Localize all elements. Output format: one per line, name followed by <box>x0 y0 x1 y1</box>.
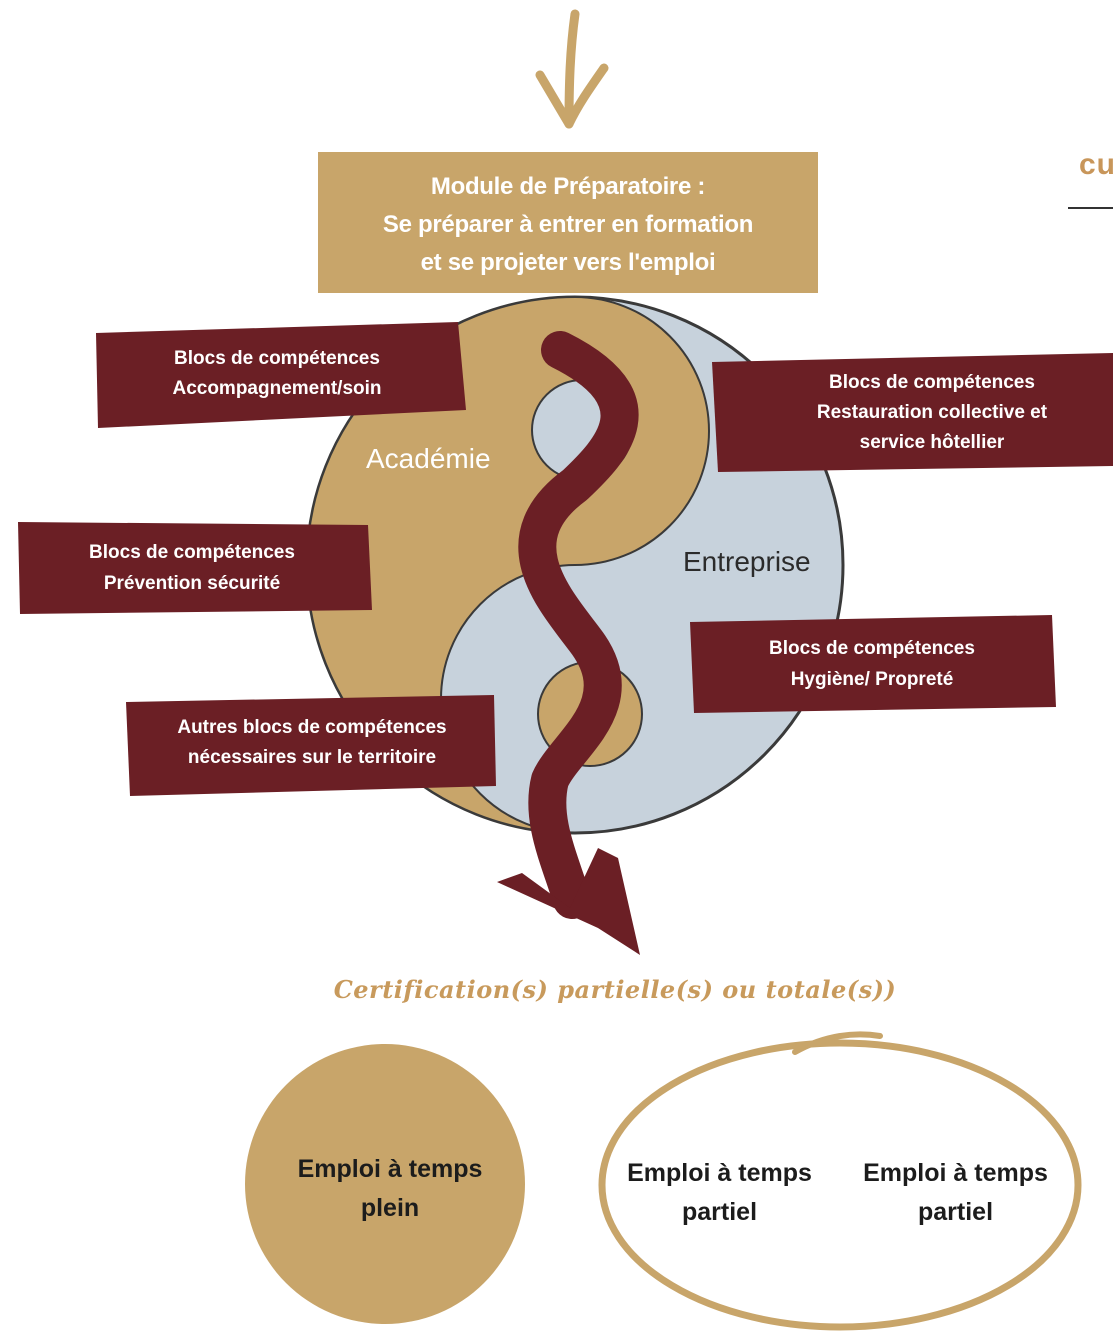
block-hygiene-text: Blocs de compétences Hygiène/ Propreté <box>769 638 975 690</box>
partiel-ellipse <box>598 1039 1082 1331</box>
module-text: Module de Préparatoire : Se préparer à e… <box>382 173 754 276</box>
emploi-plein-text: Emploi à temps plein <box>297 1155 483 1222</box>
winding-arrowhead <box>497 848 640 955</box>
partiel-ellipse-brush <box>792 1031 883 1055</box>
block-prevention-text: Blocs de compétences Prévention sécurité <box>89 542 295 594</box>
plein-circle <box>245 1044 525 1324</box>
entreprise-label: Entreprise <box>683 546 811 577</box>
top-arrow <box>535 9 609 129</box>
block-autres <box>126 695 496 796</box>
block-hygiene <box>690 615 1056 713</box>
emploi-partiel-text-1: Emploi à temps partiel <box>627 1159 812 1226</box>
block-restauration <box>712 353 1113 472</box>
certification-text: Certification(s) partielle(s) ou totale(… <box>333 975 897 1004</box>
block-accompagnement <box>96 322 466 428</box>
academie-label: Académie <box>366 443 491 474</box>
module-box <box>318 152 818 293</box>
edge-heading-fragment: cu <box>1079 148 1113 181</box>
block-autres-text: Autres blocs de compétences nécessaires … <box>177 717 447 768</box>
emploi-partiel-text-2: Emploi à temps partiel <box>863 1159 1048 1226</box>
winding-path <box>518 331 639 919</box>
block-prevention <box>18 522 372 614</box>
block-restauration-text: Blocs de compétences Restauration collec… <box>816 372 1048 453</box>
block-accompagnement-text: Blocs de compétences Accompagnement/soin <box>172 348 382 399</box>
